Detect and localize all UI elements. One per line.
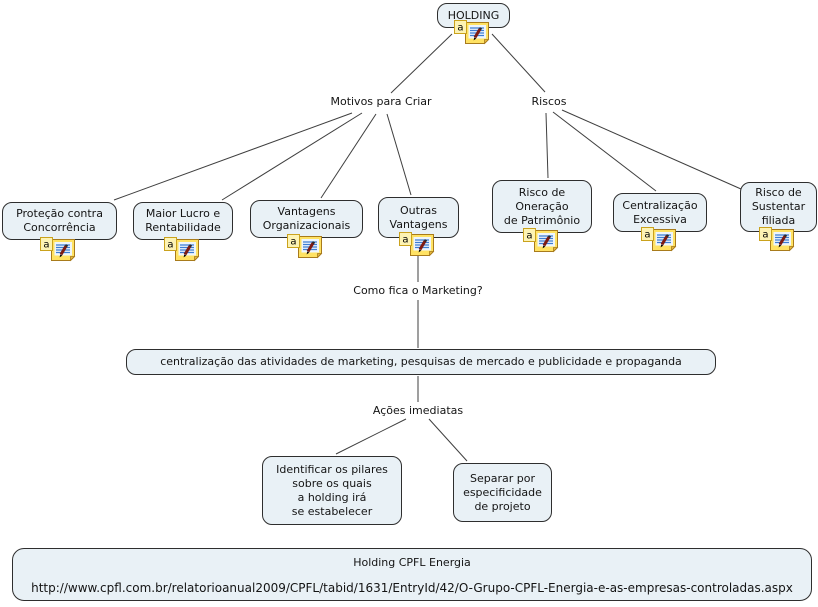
connector-line	[545, 112, 549, 179]
concept-label: Risco de Oneração de Patrimônio	[503, 185, 581, 227]
connector-line	[386, 113, 412, 196]
link-label-marketing-question[interactable]: Como fica o Marketing?	[353, 284, 483, 297]
concept-label: Risco de Sustentar filiada	[751, 186, 806, 227]
concept-identificar-pilares[interactable]: Identificar os pilares sobre os quais a …	[262, 456, 402, 525]
connector-line	[428, 418, 468, 462]
connector-line	[335, 418, 407, 455]
concept-holding[interactable]: HOLDING	[437, 3, 510, 28]
connector-line	[221, 112, 363, 201]
concept-holding-cpfl-energia[interactable]: Holding CPFL Energia http://www.cpfl.com…	[12, 548, 812, 601]
connector-line	[113, 112, 353, 201]
connector-line	[390, 33, 453, 94]
link-label-acoes-imediatas[interactable]: Ações imediatas	[372, 404, 464, 417]
concept-risco-oneracao[interactable]: Risco de Oneração de Patrimônio	[492, 180, 592, 233]
concept-label: Centralização Excessiva	[622, 198, 698, 226]
annotation-resource-icon[interactable]	[641, 227, 679, 253]
concept-risco-sustentar[interactable]: Risco de Sustentar filiada	[740, 182, 817, 232]
concept-label: Maior Lucro e Rentabilidade	[145, 207, 221, 234]
concept-label: Outras Vantagens	[389, 203, 448, 231]
annotation-resource-icon[interactable]	[399, 232, 437, 258]
concept-centralizacao-excessiva[interactable]: Centralização Excessiva	[613, 193, 707, 232]
concept-label: HOLDING	[447, 8, 500, 22]
annotation-resource-icon[interactable]	[523, 228, 561, 254]
connector-line	[561, 109, 742, 190]
concept-vantagens-organizacionais[interactable]: Vantagens Organizacionais	[250, 200, 363, 238]
annotation-resource-icon[interactable]	[287, 234, 325, 260]
concept-maior-lucro[interactable]: Maior Lucro e Rentabilidade	[133, 202, 233, 240]
footer-url[interactable]: http://www.cpfl.com.br/relatorioanual200…	[31, 581, 793, 595]
annotation-resource-icon[interactable]	[759, 227, 797, 253]
connector-line	[552, 111, 657, 192]
annotation-resource-icon[interactable]	[454, 20, 492, 46]
concept-separar-projeto[interactable]: Separar por especificidade de projeto	[453, 463, 552, 522]
link-label-motivos[interactable]: Motivos para Criar	[330, 95, 432, 108]
concept-label: Separar por especificidade de projeto	[463, 471, 542, 513]
link-label-riscos[interactable]: Riscos	[531, 95, 567, 108]
concept-protecao-concorrencia[interactable]: Proteção contra Concorrência	[2, 202, 117, 240]
annotation-resource-icon[interactable]	[164, 237, 202, 263]
concept-label: Vantagens Organizacionais	[262, 205, 351, 232]
connector-line	[320, 113, 377, 199]
concept-marketing-resposta[interactable]: centralização das atividades de marketin…	[126, 349, 716, 375]
connector-line	[491, 33, 546, 93]
concept-label: Identificar os pilares sobre os quais a …	[276, 462, 388, 518]
concept-label: centralização das atividades de marketin…	[160, 355, 682, 368]
footer-title: Holding CPFL Energia	[353, 556, 471, 569]
concept-label: Proteção contra Concorrência	[16, 207, 103, 234]
annotation-resource-icon[interactable]	[40, 237, 78, 263]
